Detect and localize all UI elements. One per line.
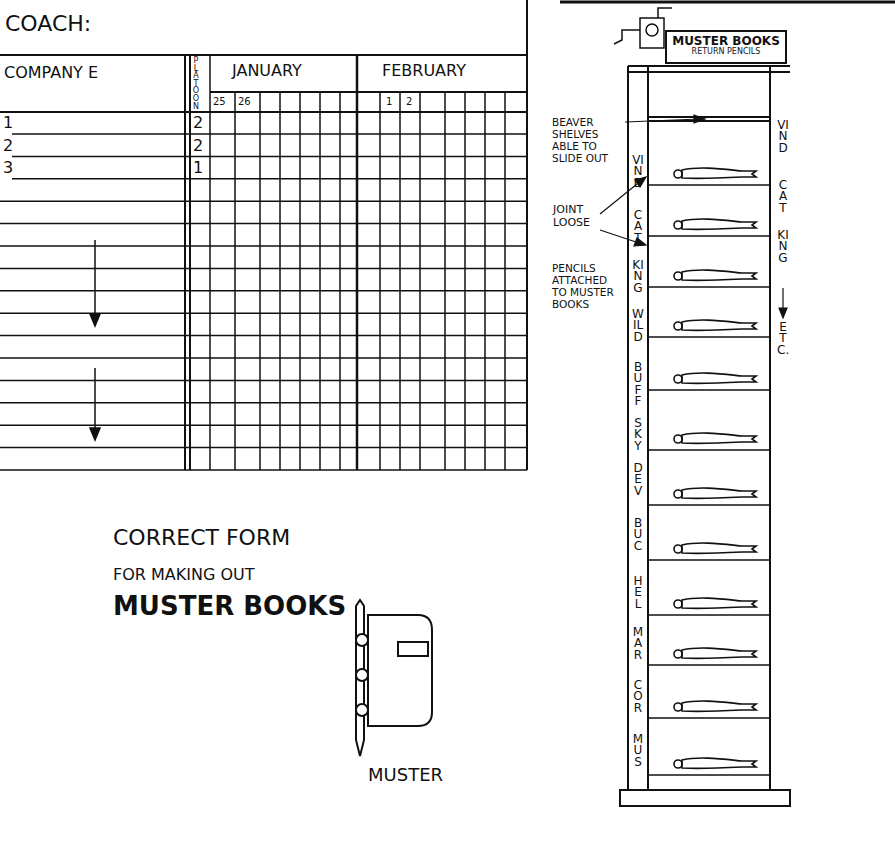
label: JANUARY [232, 62, 302, 80]
label: MUSTER [368, 765, 443, 785]
muster-book [356, 600, 432, 756]
vertical-label: BUFF [632, 362, 644, 408]
label: FOR MAKING OUT [113, 566, 255, 584]
vertical-label: COR [632, 680, 644, 714]
sign-text: RETURN PENCILS [671, 48, 781, 57]
label: PENCILS ATTACHED TO MUSTER BOOKS [552, 262, 622, 310]
sign-text: MUSTER BOOKS [671, 35, 781, 48]
vertical-label: HEL [632, 576, 644, 610]
form-table [0, 0, 895, 470]
label: 2 [193, 137, 203, 155]
label: 2 [3, 137, 13, 155]
vertical-label: DEV [632, 463, 644, 497]
vertical-label: VIND [632, 155, 644, 189]
label: 25 [213, 96, 226, 107]
label: FEBRUARY [382, 62, 466, 80]
shelf-rack [620, 66, 790, 806]
vertical-label: WILD [632, 309, 644, 343]
vertical-label: CAT [777, 180, 789, 214]
label: 1 [3, 114, 13, 132]
label: 1 [386, 96, 392, 107]
vertical-label: KING [777, 230, 789, 264]
pencil-sharpener [614, 8, 672, 48]
vertical-label: MUS [632, 734, 644, 768]
sign-box: MUSTER BOOKSRETURN PENCILS [665, 30, 787, 64]
label: 1 [193, 159, 203, 177]
label: CORRECT FORM [113, 526, 290, 550]
vertical-label: ETC. [777, 322, 789, 356]
vertical-label: CAT [632, 210, 644, 244]
vertical-label: BUC [632, 518, 644, 552]
vertical-label: KING [632, 260, 644, 294]
label: JOINT LOOSE [553, 204, 598, 229]
label: 2 [406, 96, 412, 107]
label: COMPANY E [4, 64, 98, 82]
label: 26 [238, 96, 251, 107]
down-arrows [90, 240, 100, 440]
label: MUSTER BOOKS [113, 592, 346, 621]
label: COACH: [5, 12, 91, 36]
label: 3 [3, 159, 13, 177]
label: BEAVER SHELVES ABLE TO SLIDE OUT [552, 116, 622, 164]
vertical-label: MAR [632, 627, 644, 661]
vertical-label: VIND [777, 120, 789, 154]
vertical-label: SKY [632, 418, 644, 452]
vertical-label: PLATOON [192, 57, 200, 110]
label: 2 [193, 114, 203, 132]
leader-lines [600, 115, 787, 318]
